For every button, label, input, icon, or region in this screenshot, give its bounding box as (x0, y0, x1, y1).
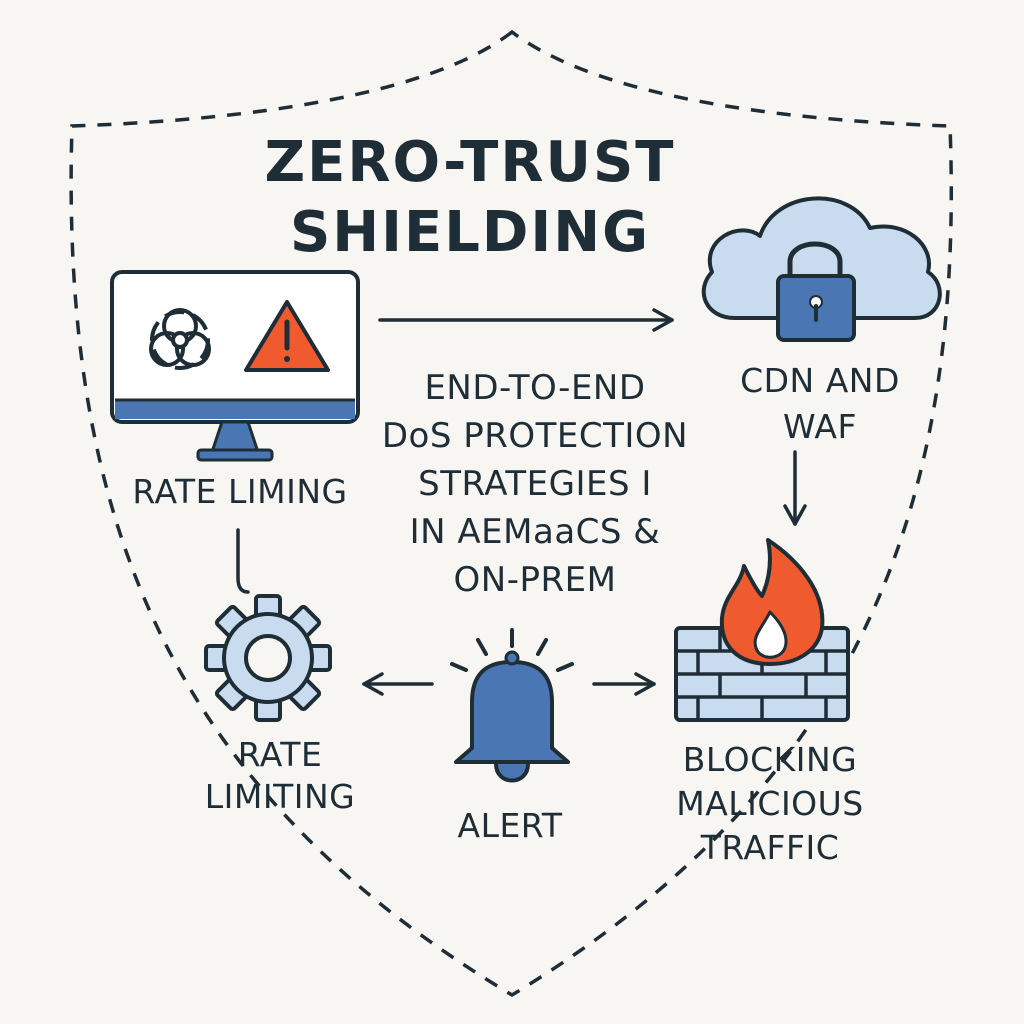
cdn-label-line-1: CDN AND (740, 361, 900, 400)
connector-label-to-gear (236, 528, 250, 594)
firewall-label-line-2: MALICIOUS (676, 784, 864, 823)
gear-label: RATE LIMITING (160, 734, 400, 818)
firewall-icon (674, 538, 850, 722)
firewall-label: BLOCKING MALICIOUS TRAFFIC (640, 738, 900, 870)
alert-label: ALERT (457, 806, 563, 845)
cdn-label: CDN AND WAF (700, 358, 940, 450)
center-line-4: IN AEMaaCS & (409, 512, 661, 552)
gear-icon (204, 594, 332, 722)
center-text: END-TO-END DoS PROTECTION STRATEGIES I I… (355, 364, 715, 604)
firewall-label-line-3: TRAFFIC (700, 828, 840, 867)
gear-label-line-1: RATE (237, 735, 323, 774)
warning-icon (244, 300, 330, 372)
bell-icon (450, 628, 574, 783)
center-line-5: ON-PREM (453, 560, 617, 600)
page-title: ZERO-TRUST SHIELDING (150, 128, 790, 268)
center-line-3: STRATEGIES I (418, 464, 652, 504)
center-line-1: END-TO-END (424, 368, 646, 408)
center-line-2: DoS PROTECTION (381, 416, 689, 456)
cloud-lock-icon (701, 196, 942, 342)
title-line-1: ZERO-TRUST (264, 130, 676, 195)
firewall-label-line-1: BLOCKING (682, 740, 858, 779)
shield-outline (69, 29, 954, 998)
biohazard-icon (149, 308, 211, 370)
monitor-label: RATE LIMING (132, 472, 348, 511)
cdn-label-line-2: WAF (783, 407, 857, 446)
gear-label-line-2: LIMITING (204, 777, 356, 816)
title-line-2: SHIELDING (289, 200, 651, 265)
